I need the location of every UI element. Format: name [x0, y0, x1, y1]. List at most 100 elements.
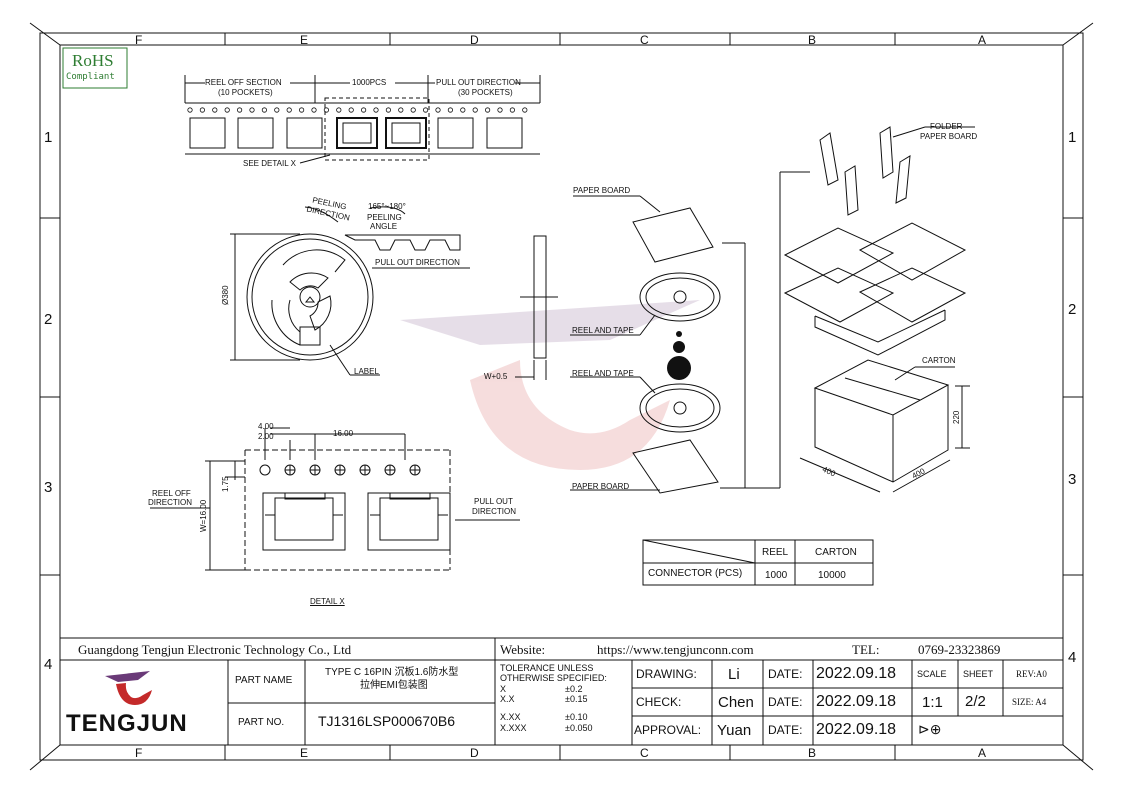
tel-label: TEL:: [852, 642, 880, 657]
sprocket-hole: [212, 107, 218, 113]
reel-hubs: [673, 290, 687, 415]
part-name-line-2: 拉伸EMI包装图: [360, 680, 428, 691]
tolerance-value: ±0.10: [565, 712, 588, 722]
col-label-top: F: [135, 33, 143, 47]
rohs-subtitle: Compliant: [66, 72, 115, 82]
sprocket-hole: [460, 107, 466, 113]
reel-spiral-dots: [667, 331, 691, 380]
col-label-bottom: F: [135, 746, 143, 760]
date-value: 2022.09.18: [816, 721, 897, 738]
paper-board-bottom-label: PAPER BOARD: [572, 482, 630, 491]
row-label-left: 3: [44, 479, 53, 496]
detail-dim-4: 4.00: [258, 422, 274, 431]
col-label-top: A: [978, 33, 987, 47]
row-label-left: 1: [44, 129, 53, 146]
drawing-by: Li: [728, 666, 740, 683]
sheet-value: 2/2: [965, 693, 986, 710]
scale-label: SCALE: [917, 669, 947, 679]
row-label-left: 4: [44, 656, 53, 673]
tolerance-key: X.X: [500, 694, 515, 704]
tel-number: 0769-23323869: [918, 642, 1001, 657]
detail-dim-2: 2.00: [258, 432, 274, 441]
tolerance-value: ±0.050: [565, 723, 593, 733]
peeling-angle-2: ANGLE: [370, 222, 398, 231]
qty-header-reel: REEL: [762, 547, 789, 558]
company-name: Guangdong Tengjun Electronic Technology …: [78, 642, 352, 657]
part-name-label: PART NAME: [235, 675, 293, 686]
sprocket-hole: [261, 107, 267, 113]
row-label-right: 4: [1068, 649, 1077, 666]
detail-reel-off-2: DIRECTION: [148, 498, 192, 507]
part-name-line-1: TYPE C 16PIN 沉板1.6防水型: [325, 667, 459, 678]
paper-board-top-label: PAPER BOARD: [573, 186, 631, 195]
detail-x: [150, 427, 520, 571]
peeling-angle-range: 165°~180°: [368, 202, 406, 211]
peeling-angle-1: PEELING: [367, 213, 402, 222]
scale-value: 1:1: [922, 694, 943, 711]
watermark-logo: [400, 300, 700, 470]
sprocket-hole: [237, 107, 243, 113]
rohs-title: RoHS: [72, 51, 114, 70]
approval-label: APPROVAL:: [634, 723, 702, 737]
detail-sprocket-holes: [259, 464, 421, 476]
sprocket-hole: [224, 107, 230, 113]
detail-sprocket-hole: [259, 464, 271, 476]
reel-width-dim: W+0.5: [484, 372, 508, 381]
sprocket-hole: [410, 107, 416, 113]
sprocket-hole: [274, 107, 280, 113]
qty-carton-value: 10000: [818, 570, 846, 581]
qty-reel-value: 1000: [765, 570, 788, 581]
col-label-top: D: [470, 33, 479, 47]
packing-explode: [570, 126, 975, 494]
tengjun-logo-mark: [105, 671, 152, 705]
tolerance-value: ±0.2: [565, 684, 583, 694]
sprocket-hole: [298, 107, 305, 113]
sprocket-hole: [348, 107, 354, 113]
tolerance-line-1: TOLERANCE UNLESS: [500, 663, 594, 673]
tolerance-key: X.XX: [500, 712, 521, 722]
sprocket-hole: [311, 107, 317, 113]
tape-count: 1000PCS: [352, 78, 387, 87]
sprocket-hole: [422, 107, 429, 113]
sprocket-hole: [360, 107, 367, 113]
reel-and-tape-label-1: REEL AND TAPE: [572, 326, 634, 335]
approval-by: Yuan: [717, 722, 752, 739]
sprocket-hole: [286, 107, 292, 113]
date-label: DATE:: [768, 667, 803, 681]
row-label-right: 3: [1068, 471, 1077, 488]
sprocket-hole: [522, 107, 528, 113]
website-label: Website:: [500, 642, 546, 657]
sprocket-hole: [398, 107, 404, 113]
col-label-top: C: [640, 33, 649, 47]
tape-pull-out-label: PULL OUT DIRECTION: [436, 78, 521, 87]
sprocket-hole: [509, 107, 516, 113]
qty-row-label: CONNECTOR (PCS): [648, 568, 743, 579]
reel-label-callout: LABEL: [354, 367, 379, 376]
sprocket-hole: [484, 107, 491, 113]
sprocket-hole: [435, 107, 441, 113]
part-no-label: PART NO.: [238, 717, 285, 728]
col-label-bottom: B: [808, 746, 817, 760]
see-detail-label: SEE DETAIL X: [243, 159, 296, 168]
date-value: 2022.09.18: [816, 693, 897, 710]
detail-title: DETAIL X: [310, 597, 345, 606]
col-label-bottom: D: [470, 746, 479, 760]
sprocket-hole: [187, 107, 193, 113]
reel-and-tape-label-2: REEL AND TAPE: [572, 369, 634, 378]
tolerance-value: ±0.15: [565, 694, 588, 704]
sprocket-hole: [373, 107, 379, 113]
detail-pull-out-1: PULL OUT: [474, 497, 513, 506]
tape-reel-off-label: REEL OFF SECTION: [205, 78, 282, 87]
tape-pull-out-pockets: (30 POCKETS): [458, 88, 513, 97]
logo-wordmark: TENGJUN: [66, 710, 188, 737]
check-label: CHECK:: [636, 695, 682, 709]
qty-header-carton: CARTON: [815, 547, 857, 558]
reel-diameter: Ø380: [221, 285, 230, 305]
col-label-top: E: [300, 33, 309, 47]
row-label-right: 2: [1068, 301, 1077, 318]
tolerance-line-2: OTHERWISE SPECIFIED:: [500, 673, 607, 683]
sprocket-hole: [385, 107, 391, 113]
qty-table-grid: [642, 539, 874, 586]
